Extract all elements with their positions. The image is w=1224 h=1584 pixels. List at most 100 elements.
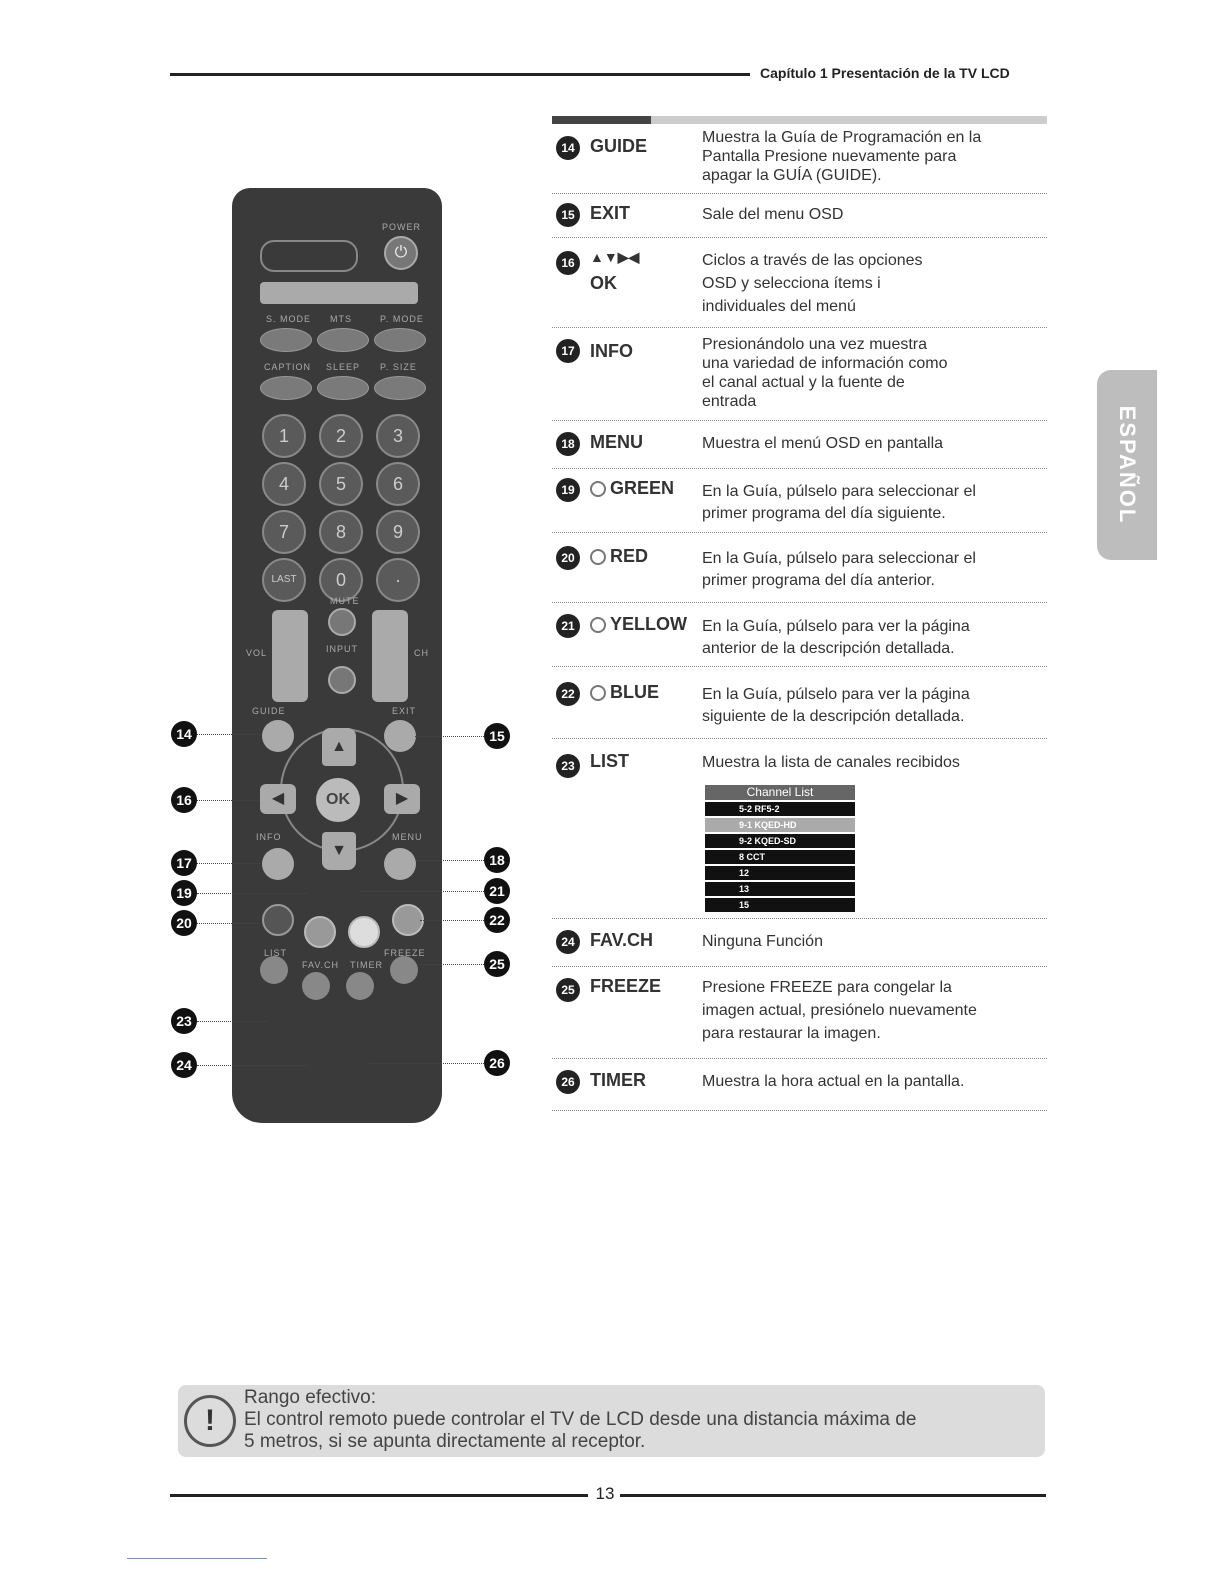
left-arrow-icon: ◀ bbox=[260, 784, 296, 814]
guide-label: GUIDE bbox=[252, 706, 286, 716]
language-tab: ESPAÑOL bbox=[1097, 370, 1157, 560]
timer-label: TIMER bbox=[350, 960, 383, 970]
row-number: 19 bbox=[556, 478, 580, 502]
green-button bbox=[304, 916, 336, 948]
callout-line bbox=[415, 736, 484, 737]
header-rule bbox=[170, 73, 750, 76]
callout-16: 16 bbox=[171, 787, 197, 813]
channel-item: 9-2 KQED-SD bbox=[705, 834, 855, 848]
callout-25: 25 bbox=[484, 951, 510, 977]
table-row: 18 MENU Muestra el menú OSD en pantalla bbox=[552, 420, 1047, 469]
row-key: MENU bbox=[590, 432, 643, 452]
row-number: 18 bbox=[556, 432, 580, 456]
chapter-title: Capítulo 1 Presentación de la TV LCD bbox=[760, 65, 1010, 81]
row-number: 16 bbox=[556, 251, 580, 275]
list-label: LIST bbox=[264, 948, 288, 958]
callout-20: 20 bbox=[171, 910, 197, 936]
callout-19: 19 bbox=[171, 880, 197, 906]
info-label: INFO bbox=[256, 832, 282, 842]
right-arrow-icon: ▶ bbox=[384, 784, 420, 814]
info-button bbox=[262, 848, 294, 880]
num-0-button: 0 bbox=[319, 558, 363, 602]
fav-ch-label: FAV.CH bbox=[302, 960, 340, 970]
callout-23: 23 bbox=[171, 1008, 197, 1034]
num-6-button: 6 bbox=[376, 462, 420, 506]
table-row: 25 FREEZE Presione FREEZE para congelar … bbox=[552, 966, 1047, 1059]
channel-item: 5-2 RF5-2 bbox=[705, 802, 855, 816]
input-label: INPUT bbox=[326, 644, 358, 654]
range-note: ! Rango efectivo:El control remoto puede… bbox=[178, 1385, 1045, 1457]
row-number: 21 bbox=[556, 614, 580, 638]
row-key: ▲▼▶◀ bbox=[590, 249, 640, 265]
row-key: INFO bbox=[590, 341, 633, 361]
volume-rocker bbox=[272, 610, 308, 702]
s-mode-label: S. MODE bbox=[266, 314, 312, 324]
row-number: 22 bbox=[556, 682, 580, 706]
callout-26: 26 bbox=[484, 1050, 510, 1076]
caption-label: CAPTION bbox=[264, 362, 312, 372]
callout-line bbox=[197, 893, 307, 894]
callout-24: 24 bbox=[171, 1052, 197, 1078]
callout-17: 17 bbox=[171, 850, 197, 876]
table-row: 20 RED En la Guía, púlselo para seleccio… bbox=[552, 532, 1047, 603]
callout-line bbox=[197, 923, 260, 924]
brand-plate bbox=[260, 282, 418, 304]
vol-label: VOL bbox=[246, 648, 268, 658]
blue-button bbox=[392, 904, 424, 936]
row-key: FREEZE bbox=[590, 976, 662, 996]
row-key: LIST bbox=[590, 751, 629, 771]
row-desc: Ninguna Función bbox=[702, 933, 823, 950]
row-number: 23 bbox=[556, 754, 580, 778]
footer-rule bbox=[620, 1494, 1046, 1497]
sleep-label: SLEEP bbox=[326, 362, 361, 372]
p-mode-button bbox=[374, 328, 426, 352]
caption-button bbox=[260, 376, 312, 400]
channel-item: 15 bbox=[705, 898, 855, 912]
table-row: 22 BLUE En la Guía, púlselo para ver la … bbox=[552, 666, 1047, 739]
power-button: ⏻ bbox=[384, 236, 418, 270]
up-arrow-icon: ▲ bbox=[322, 728, 356, 766]
callout-line bbox=[418, 860, 484, 861]
callout-22: 22 bbox=[484, 907, 510, 933]
note-text: Rango efectivo:El control remoto puede c… bbox=[244, 1387, 917, 1452]
menu-label: MENU bbox=[392, 832, 423, 842]
callout-line bbox=[197, 863, 260, 864]
mts-label: MTS bbox=[330, 314, 352, 324]
row-key-ok: OK bbox=[590, 273, 617, 293]
table-row: 15 EXIT Sale del menu OSD bbox=[552, 193, 1047, 238]
menu-button bbox=[384, 848, 416, 880]
channel-item: 8 CCT bbox=[705, 850, 855, 864]
callout-18: 18 bbox=[484, 847, 510, 873]
dot-button: · bbox=[376, 558, 420, 602]
ch-label: CH bbox=[414, 648, 429, 658]
blue-dot-icon bbox=[590, 685, 606, 702]
p-size-button bbox=[374, 376, 426, 400]
yellow-button bbox=[348, 916, 380, 948]
num-5-button: 5 bbox=[319, 462, 363, 506]
table-top-bar bbox=[552, 116, 1047, 124]
callout-line bbox=[420, 920, 484, 921]
green-dot-icon bbox=[590, 481, 606, 498]
red-dot-icon bbox=[590, 549, 606, 566]
callout-line bbox=[197, 1021, 267, 1022]
channel-item: 13 bbox=[705, 882, 855, 896]
row-key: TIMER bbox=[590, 1070, 646, 1090]
table-row: 19 GREEN En la Guía, púlselo para selecc… bbox=[552, 468, 1047, 533]
row-desc: Muestra la hora actual en la pantalla. bbox=[702, 1073, 965, 1090]
display-window bbox=[260, 240, 358, 272]
channel-item-selected: 9-1 KQED-HD bbox=[705, 818, 855, 832]
row-key: BLUE bbox=[590, 682, 659, 703]
row-desc: Sale del menu OSD bbox=[702, 206, 844, 223]
callout-line bbox=[360, 891, 484, 892]
row-number: 15 bbox=[556, 203, 580, 227]
ok-button: OK bbox=[316, 778, 360, 822]
mute-label: MUTE bbox=[330, 596, 360, 606]
power-label: POWER bbox=[382, 222, 422, 232]
freeze-button bbox=[390, 956, 418, 984]
row-key: YELLOW bbox=[590, 614, 687, 635]
